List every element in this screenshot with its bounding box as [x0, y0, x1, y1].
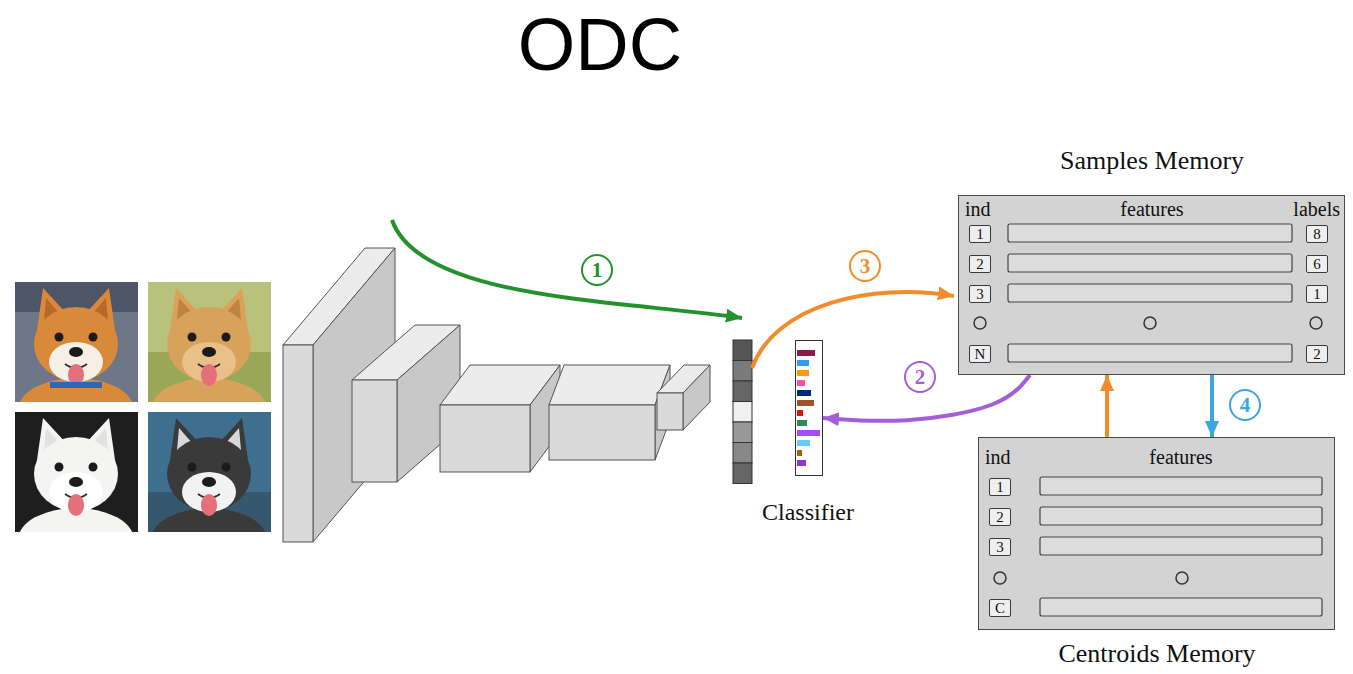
- dog-photo: [148, 412, 271, 532]
- index-cell: 1: [1306, 285, 1328, 303]
- score-bar: [797, 370, 809, 376]
- cell-value: 2: [976, 257, 984, 272]
- feature-cell: [733, 463, 752, 484]
- component-label: Classifier: [762, 499, 854, 527]
- feature-bar: [1040, 598, 1322, 616]
- feature-cell: [733, 402, 752, 423]
- callout-number: 1: [581, 254, 613, 286]
- feature-cell: [733, 381, 752, 402]
- cell-value: N: [975, 347, 986, 362]
- score-bar: [797, 450, 802, 456]
- cell-value: 2: [1313, 347, 1321, 362]
- dog-photo: [148, 282, 271, 402]
- dog-photo: [15, 412, 138, 532]
- score-bar: [797, 430, 820, 436]
- table-text: ind: [985, 446, 1011, 469]
- feature-bar: [1040, 507, 1322, 525]
- feature-bar: [1040, 477, 1322, 495]
- ellipsis-dots: [974, 317, 1322, 584]
- cnn-layer: [657, 393, 683, 430]
- index-cell: 2: [1306, 345, 1328, 363]
- callout-number: 2: [904, 361, 936, 393]
- table-text: Samples Memory: [1060, 146, 1244, 176]
- diagram-title: ODC: [518, 2, 682, 87]
- cnn-layers: [283, 248, 710, 542]
- index-cell: 2: [989, 508, 1011, 526]
- index-cell: 2: [969, 255, 991, 273]
- index-cell: 6: [1306, 255, 1328, 273]
- score-bar: [797, 410, 803, 416]
- score-bar: [797, 440, 810, 446]
- feature-bar: [1008, 224, 1292, 242]
- cell-value: C: [995, 601, 1005, 616]
- cell-value: 8: [1313, 227, 1321, 242]
- feature-bars: [1008, 224, 1322, 616]
- index-cell: 1: [989, 478, 1011, 496]
- table-text: features: [1149, 446, 1212, 469]
- index-cell: C: [989, 599, 1011, 617]
- cell-value: 2: [996, 510, 1004, 525]
- feature-cell: [733, 361, 752, 382]
- score-bar: [797, 420, 807, 426]
- ellipsis-dot: [1144, 317, 1156, 329]
- index-cell: N: [969, 345, 991, 363]
- feature-bar: [1008, 344, 1292, 362]
- feature-bar: [1008, 284, 1292, 302]
- cnn-layer: [440, 405, 530, 472]
- table-text: features: [1120, 198, 1183, 221]
- ellipsis-dot: [1310, 317, 1322, 329]
- index-cell: 3: [989, 538, 1011, 556]
- table-text: ind: [965, 198, 991, 221]
- table-text: Centroids Memory: [1058, 639, 1255, 669]
- dog-photos: [15, 282, 271, 572]
- index-cell: 3: [969, 285, 991, 303]
- feature-vector: [733, 340, 752, 484]
- feature-cell: [733, 340, 752, 361]
- feature-bar: [1008, 254, 1292, 272]
- score-bar: [797, 360, 809, 366]
- ellipsis-dot: [1176, 572, 1188, 584]
- cnn-layer: [549, 405, 655, 460]
- feature-cell: [733, 422, 752, 443]
- cnn-layer: [683, 365, 710, 430]
- table-text: labels: [1293, 198, 1340, 221]
- cell-value: 6: [1313, 257, 1321, 272]
- cnn-layer: [283, 345, 313, 542]
- ellipsis-dot: [994, 572, 1006, 584]
- score-bar: [797, 380, 805, 386]
- score-bar: [797, 400, 814, 406]
- cnn-layer: [352, 380, 397, 482]
- connector-arrow: [1105, 375, 1109, 437]
- index-cell: 8: [1306, 225, 1328, 243]
- index-cell: 1: [969, 225, 991, 243]
- score-bar: [797, 350, 815, 356]
- ellipsis-dot: [974, 317, 986, 329]
- feature-cell: [733, 443, 752, 464]
- cell-value: 1: [996, 480, 1004, 495]
- callout-number: 4: [1229, 389, 1261, 421]
- feature-bar: [1040, 537, 1322, 555]
- flow-arrow: [392, 220, 742, 318]
- connector-arrow: [1210, 375, 1214, 437]
- callout-number: 3: [849, 250, 881, 282]
- cell-value: 3: [976, 287, 984, 302]
- cell-value: 1: [976, 227, 984, 242]
- cell-value: 3: [996, 540, 1004, 555]
- cell-value: 1: [1313, 287, 1321, 302]
- score-bar: [797, 390, 811, 396]
- classifier-bars: [797, 350, 820, 466]
- score-bar: [797, 460, 806, 466]
- cnn-layer: [549, 365, 670, 405]
- flow-arrow: [752, 292, 954, 368]
- dog-photo: [15, 282, 138, 402]
